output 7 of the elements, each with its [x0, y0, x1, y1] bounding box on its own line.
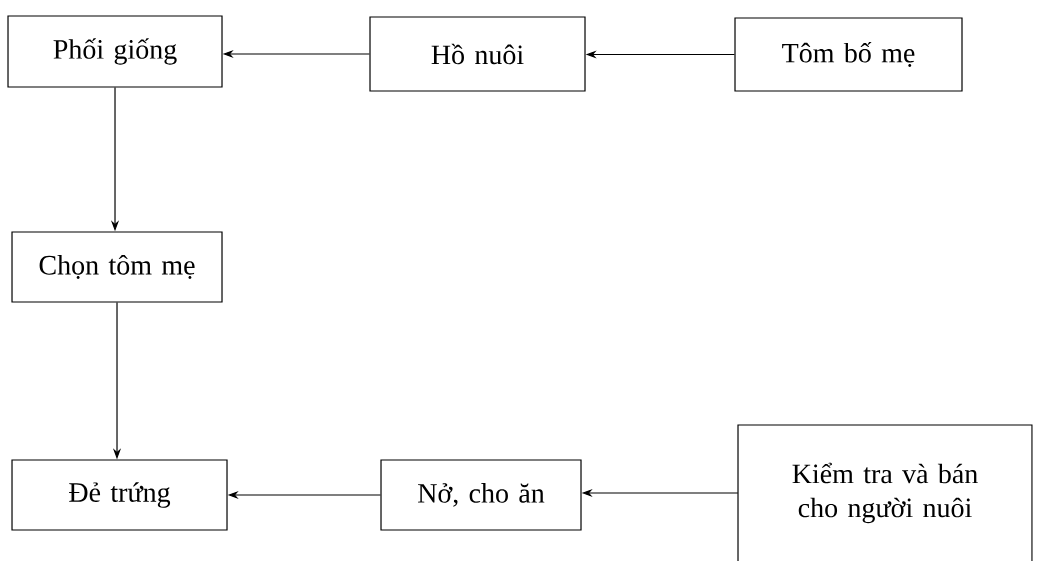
process-box: Hồ nuôi: [369, 16, 586, 92]
process-box: Phối giống: [7, 15, 223, 88]
process-box: Đẻ trứng: [11, 459, 228, 531]
process-box: Nở, cho ăn: [380, 459, 582, 531]
process-box: Chọn tôm mẹ: [11, 231, 223, 303]
process-box: Tôm bố mẹ: [734, 17, 963, 92]
process-box: Kiểm tra và bán cho người nuôi: [737, 424, 1033, 561]
